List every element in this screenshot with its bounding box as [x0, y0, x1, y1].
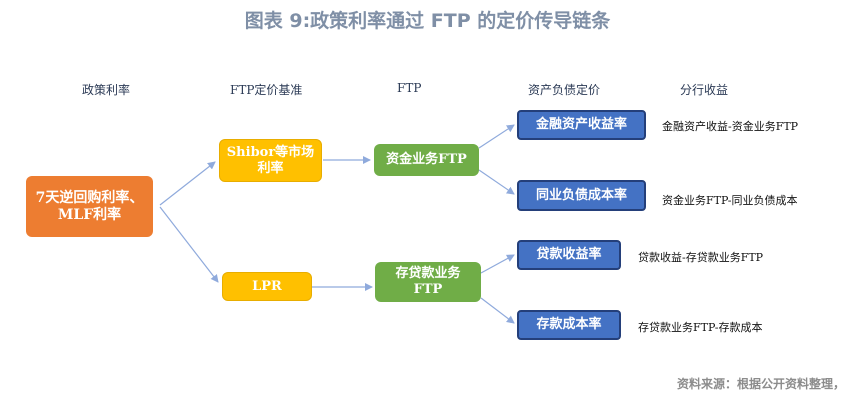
policy-rate-node: 7天逆回购利率、MLF利率 [26, 176, 153, 237]
loan-yield-node: 贷款收益率 [517, 240, 621, 270]
header-policy-rate: 政策利率 [82, 83, 131, 97]
arrow-asset-ftp-to-interbank [478, 169, 515, 195]
arrow-asset-ftp-to-financial-asset [478, 124, 515, 149]
source-note: 资料来源：根据公开资料整理， [676, 377, 845, 391]
header-segment-income: 分行收益 [680, 83, 729, 97]
arrow-loan-deposit-ftp-to-loan-yield [480, 254, 515, 274]
header-asset-liability-pricing: 资产负债定价 [528, 83, 601, 97]
relation-interbank-liability: 资金业务FTP-同业负债成本 [662, 194, 798, 207]
financial-asset-yield-node: 金融资产收益率 [517, 110, 646, 140]
arrow-policy-to-shibor [159, 161, 216, 206]
lpr-node: LPR [222, 272, 312, 301]
header-ftp-benchmark: FTP定价基准 [230, 83, 303, 97]
shibor-node: Shibor等市场利率 [219, 139, 322, 182]
relation-deposit: 存贷款业务FTP-存款成本 [638, 321, 763, 334]
asset-ftp-node: 资金业务FTP [374, 144, 479, 176]
arrow-loan-deposit-ftp-to-deposit-cost [480, 297, 515, 324]
figure-title: 图表 9:政策利率通过 FTP 的定价传导链条 [244, 10, 611, 32]
relation-loan: 贷款收益-存贷款业务FTP [638, 251, 764, 264]
arrow-policy-to-lpr [159, 206, 219, 283]
interbank-liability-cost-node: 同业负债成本率 [517, 180, 646, 211]
relation-financial-asset: 金融资产收益-资金业务FTP [662, 120, 799, 133]
loan-deposit-ftp-node: 存贷款业务FTP [375, 262, 481, 302]
deposit-cost-node: 存款成本率 [517, 310, 621, 340]
header-ftp: FTP [397, 81, 422, 95]
